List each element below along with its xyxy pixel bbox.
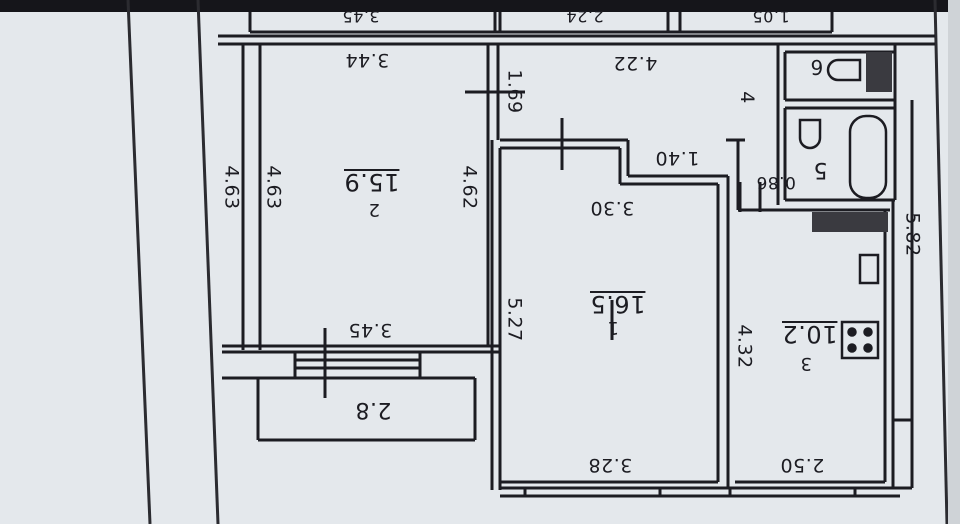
area-kitchen: 10.2 <box>782 320 838 348</box>
dim-balcony: 2.8 <box>355 397 392 422</box>
dim-kitchen-right: 5.82 <box>901 212 924 257</box>
dim-top-left-partial: 3.45 <box>342 7 380 26</box>
area-room2: 15.9 <box>344 168 400 196</box>
scan-top-edge <box>0 0 960 12</box>
kitchen-sink-icon <box>858 253 880 285</box>
dim-hall-left: 1.69 <box>503 69 526 114</box>
dim-top-mid-partial: 2.24 <box>566 7 604 26</box>
paper-right-strip <box>948 0 960 524</box>
dim-room2-left-inner: 4.63 <box>262 165 285 210</box>
dim-hall-top: 4.22 <box>613 52 658 74</box>
fixtures <box>798 58 888 360</box>
dim-room2-left-outer: 4.63 <box>220 165 243 210</box>
dim-top-right-partial: 1.05 <box>752 7 790 26</box>
room-number-5: 5 <box>813 157 828 182</box>
room-number-6: 6 <box>810 55 824 79</box>
dim-hall-right: 4 <box>735 91 758 104</box>
bathtub-icon <box>848 114 888 200</box>
toilet-icon <box>826 58 862 82</box>
washbasin-icon <box>798 118 822 150</box>
room-number-2: 2 <box>368 199 380 220</box>
page-border-left <box>126 0 152 524</box>
dim-room1-left: 5.27 <box>503 297 526 342</box>
stove-icon <box>840 320 880 360</box>
dim-kitchen-bottom: 2.50 <box>780 454 825 476</box>
room-number-3: 3 <box>800 353 812 374</box>
dim-room1-top: 3.30 <box>590 197 635 219</box>
dim-room2-top: 3.44 <box>345 49 390 71</box>
dim-hall-step: 1.40 <box>655 147 700 169</box>
dim-corridor-small: 0.86 <box>756 172 796 192</box>
dim-room2-bottom: 3.45 <box>348 319 393 341</box>
area-room1: 16.5 <box>590 290 646 318</box>
ventilation-shafts <box>812 52 892 232</box>
dim-kitchen-left: 4.32 <box>733 324 756 369</box>
frame-line-left <box>196 0 220 524</box>
frame-line-right <box>933 0 949 524</box>
dim-room2-right: 4.62 <box>458 165 481 210</box>
room-number-1: 1 <box>607 317 619 338</box>
dim-room1-bottom: 3.28 <box>588 454 633 476</box>
walls <box>218 12 935 498</box>
